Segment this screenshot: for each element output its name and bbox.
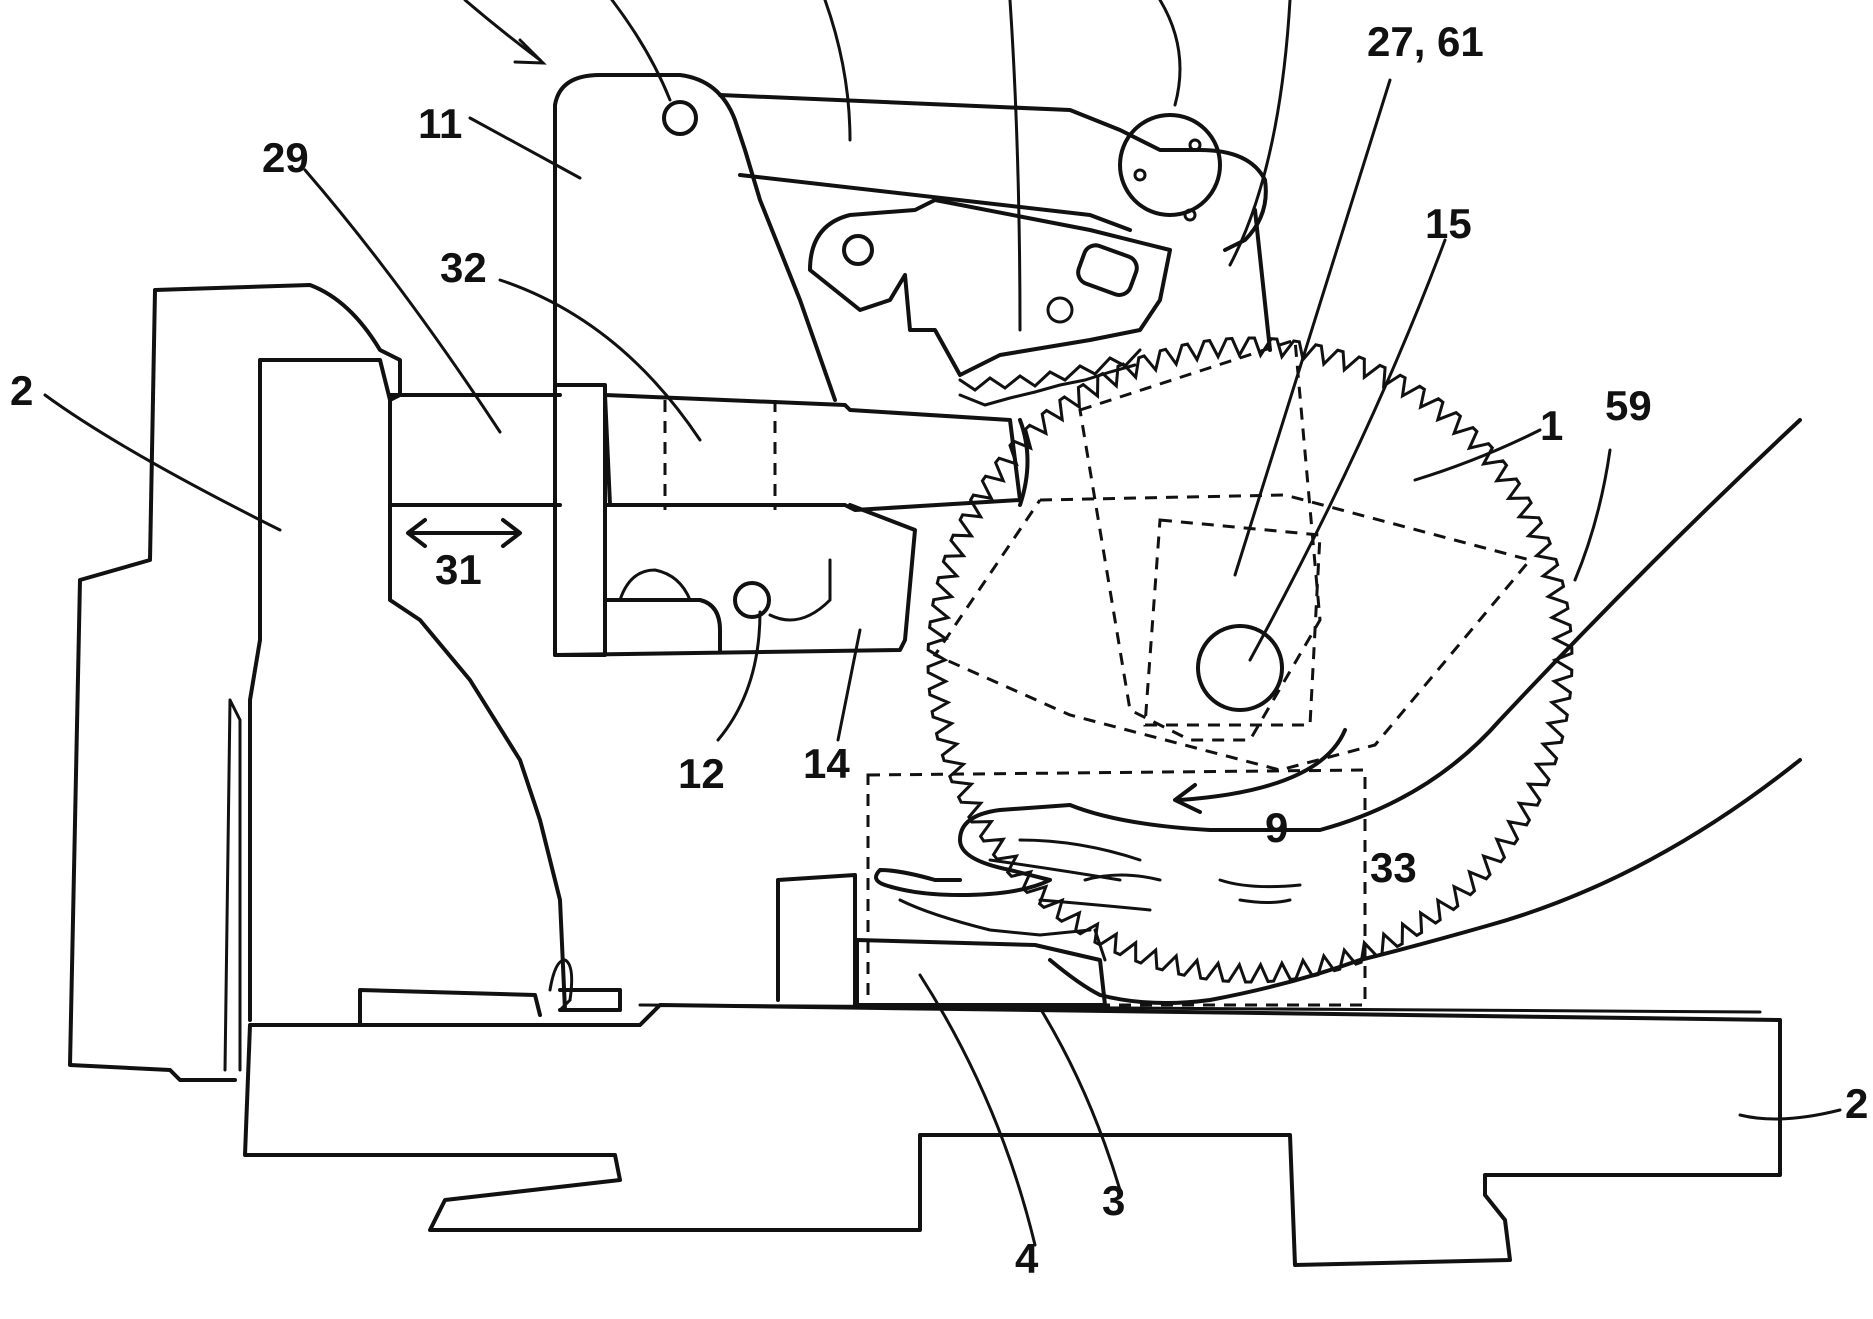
arm-curve <box>618 568 692 602</box>
label-59: 59 <box>1605 382 1652 429</box>
blade-guard-dashed <box>932 493 1533 772</box>
label-9: 9 <box>1265 804 1288 851</box>
rail-tip <box>1018 418 1030 507</box>
rear-housing-inner <box>248 358 392 1022</box>
label-27-61: 27, 61 <box>1367 18 1484 65</box>
leader-59 <box>1573 448 1612 582</box>
bushing-dashed <box>663 400 777 510</box>
label-4: 4 <box>1015 1235 1039 1282</box>
label-29: 29 <box>262 134 309 181</box>
sprocket-teeth <box>958 363 1137 407</box>
label-1: 1 <box>1540 402 1563 449</box>
table-surface <box>638 1003 1762 1014</box>
spindle <box>1196 624 1284 712</box>
leader-32 <box>498 278 702 442</box>
leader-14 <box>836 628 862 742</box>
hinge-hole-b <box>1188 138 1202 152</box>
label-15: 15 <box>1425 200 1472 247</box>
link-plate <box>808 198 1172 377</box>
link-pin <box>1046 296 1074 324</box>
arrow-top-head <box>513 38 547 65</box>
label-3: 3 <box>1102 1177 1125 1224</box>
clamp-block <box>358 988 622 1027</box>
clamp-pin <box>548 958 574 1012</box>
leader-3 <box>1038 1006 1122 1192</box>
link-slot <box>1076 243 1139 297</box>
top-pivot <box>662 100 698 136</box>
label-32: 32 <box>440 244 487 291</box>
rear-frame <box>1253 208 1272 352</box>
rack-teeth <box>958 348 1142 392</box>
housing-detail <box>223 698 242 1072</box>
guide-rail <box>388 393 562 507</box>
rotation-arrowhead <box>1173 783 1202 814</box>
leader-1 <box>1413 428 1542 482</box>
label-2-right: 2 <box>1845 1080 1868 1127</box>
slide-bushing <box>603 393 1022 512</box>
leader-4 <box>918 973 1037 1247</box>
leader-top-3 <box>823 0 852 142</box>
lower-arm-housing <box>553 503 917 657</box>
operator-hand <box>874 418 1802 1006</box>
leader-27-61 <box>1233 78 1392 577</box>
leader-2-left <box>43 393 282 532</box>
saw-blade <box>926 336 1574 984</box>
hinge-hole-c <box>1183 208 1197 222</box>
hand-fingers <box>988 838 1302 912</box>
leader-11 <box>468 116 582 180</box>
hand-lower <box>898 898 1107 962</box>
leader-top-2 <box>610 0 672 102</box>
hinge-disc <box>1118 113 1222 217</box>
guard-box-dashed <box>1143 518 1322 727</box>
upper-arm-housing <box>553 73 837 402</box>
label-14: 14 <box>803 740 850 787</box>
slide-direction-arrow <box>406 518 522 548</box>
leader-15 <box>1248 238 1447 662</box>
leader-top-1 <box>463 0 542 62</box>
label-31: 31 <box>435 546 482 593</box>
leader-top-5 <box>1158 0 1182 107</box>
hinge-hole-a <box>1133 168 1147 182</box>
label-11: 11 <box>418 100 462 147</box>
saw-blade-teeth <box>926 336 1574 984</box>
leader-top-6 <box>1228 0 1292 267</box>
pivot-12-link <box>768 558 832 622</box>
slide-sleeve <box>553 383 612 657</box>
leader-29 <box>303 168 502 434</box>
label-12: 12 <box>678 750 725 797</box>
link-hole <box>842 234 874 266</box>
leader-12 <box>716 610 762 742</box>
rear-housing-outer <box>68 283 567 1082</box>
protection-zone-dashed <box>866 768 1367 1007</box>
stop-block <box>776 873 857 1007</box>
pivot-12 <box>733 581 771 619</box>
label-2-left: 2 <box>10 367 33 414</box>
leader-2-right <box>1738 1108 1842 1121</box>
rotation-arrow <box>1178 728 1347 802</box>
saw-base <box>243 1003 1782 1267</box>
leader-top-4 <box>1008 0 1022 332</box>
label-33: 33 <box>1370 844 1417 891</box>
